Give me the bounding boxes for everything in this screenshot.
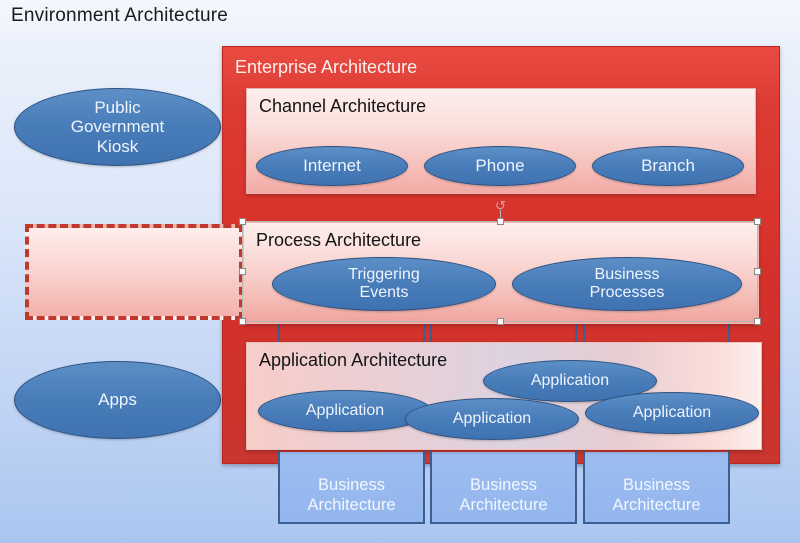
rotate-handle-stem bbox=[500, 210, 501, 221]
node-label: Branch bbox=[641, 156, 695, 176]
resize-handle-bottom-right[interactable] bbox=[754, 318, 761, 325]
environment-architecture-title: Environment Architecture bbox=[11, 5, 229, 26]
business-architecture-label: Business Architecture bbox=[307, 475, 396, 515]
node-public-government-kiosk[interactable]: Public Government Kiosk bbox=[14, 88, 221, 166]
resize-handle-top-center[interactable] bbox=[497, 218, 504, 225]
business-box-fill bbox=[585, 452, 728, 522]
business-architecture-box-3[interactable]: Business Architecture bbox=[583, 290, 730, 524]
resize-handle-top-right[interactable] bbox=[754, 218, 761, 225]
rotate-handle[interactable]: ↺ bbox=[494, 199, 507, 212]
node-application-3[interactable]: Application bbox=[483, 360, 657, 402]
node-label: Application bbox=[530, 372, 610, 390]
node-label: Public Government Kiosk bbox=[70, 98, 165, 156]
process-architecture-title: Process Architecture bbox=[256, 230, 422, 250]
resize-handle-middle-right[interactable] bbox=[754, 268, 761, 275]
node-phone[interactable]: Phone bbox=[424, 146, 576, 186]
channel-architecture-title: Channel Architecture bbox=[259, 96, 427, 116]
node-internet[interactable]: Internet bbox=[256, 146, 408, 186]
node-label: Application bbox=[632, 404, 712, 422]
node-label: Business Processes bbox=[589, 266, 665, 301]
resize-handle-bottom-left[interactable] bbox=[239, 318, 246, 325]
business-box-fill bbox=[432, 452, 575, 522]
node-business-processes[interactable]: Business Processes bbox=[512, 257, 742, 311]
node-triggering-events[interactable]: Triggering Events bbox=[272, 257, 496, 311]
node-application-1[interactable]: Application bbox=[258, 390, 432, 432]
rotate-icon: ↺ bbox=[495, 198, 506, 213]
node-application-2[interactable]: Application bbox=[405, 398, 579, 440]
resize-handle-top-left[interactable] bbox=[239, 218, 246, 225]
drag-preview-rectangle[interactable] bbox=[25, 224, 243, 320]
node-label: Phone bbox=[475, 156, 525, 176]
resize-handle-middle-left[interactable] bbox=[239, 268, 246, 275]
enterprise-architecture-title: Enterprise Architecture bbox=[235, 57, 418, 77]
node-label: Apps bbox=[98, 390, 137, 410]
node-label: Internet bbox=[303, 156, 361, 176]
business-box-fill bbox=[280, 452, 423, 522]
node-label: Triggering Events bbox=[348, 266, 420, 301]
application-architecture-title: Application Architecture bbox=[259, 350, 448, 370]
business-architecture-label: Business Architecture bbox=[459, 475, 548, 515]
node-application-4[interactable]: Application bbox=[585, 392, 759, 434]
business-architecture-label: Business Architecture bbox=[612, 475, 701, 515]
node-apps[interactable]: Apps bbox=[14, 361, 221, 439]
node-label: Application bbox=[305, 402, 385, 420]
node-branch[interactable]: Branch bbox=[592, 146, 744, 186]
resize-handle-bottom-center[interactable] bbox=[497, 318, 504, 325]
node-label: Application bbox=[452, 410, 532, 428]
